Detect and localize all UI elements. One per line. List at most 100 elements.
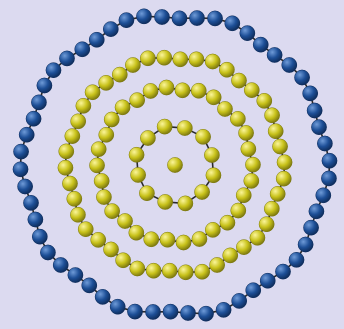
yellow-atom [140, 51, 155, 66]
blue-atom [232, 293, 247, 308]
yellow-atom [58, 160, 73, 175]
yellow-atom [70, 207, 85, 222]
blue-atom [240, 26, 255, 41]
yellow-atom [205, 54, 220, 69]
blue-atom [307, 103, 322, 118]
yellow-atom [62, 176, 77, 191]
blue-atom [40, 245, 55, 260]
yellow-atom [125, 57, 140, 72]
yellow-atom [89, 158, 104, 173]
yellow-atom [162, 263, 177, 278]
blue-atom [294, 70, 309, 85]
blue-atom [246, 283, 261, 298]
yellow-atom [178, 265, 193, 280]
blue-atom [68, 267, 83, 282]
blue-atom [19, 127, 34, 142]
yellow-atom [104, 112, 119, 127]
yellow-atom [78, 222, 93, 237]
yellow-atom [115, 100, 130, 115]
blue-atom [198, 306, 213, 321]
center-atoms [167, 157, 182, 172]
yellow-atom [139, 186, 154, 201]
blue-atom [89, 32, 104, 47]
yellow-atom [91, 232, 106, 247]
yellow-atom [272, 139, 287, 154]
yellow-atom [91, 142, 106, 157]
yellow-atom [112, 67, 127, 82]
blue-atom [189, 10, 204, 25]
yellow-atom [230, 111, 245, 126]
blue-atom [103, 21, 118, 36]
blue-atom [253, 37, 268, 52]
yellow-atom [94, 173, 109, 188]
blue-atom [32, 229, 47, 244]
blue-atom [289, 252, 304, 267]
yellow-atom [192, 231, 207, 246]
yellow-atom [210, 257, 225, 272]
yellow-atom [219, 62, 234, 77]
yellow-atom [143, 83, 158, 98]
yellow-atom [158, 194, 173, 209]
yellow-atom [71, 114, 86, 129]
yellow-atom [189, 52, 204, 67]
blue-atom [46, 63, 61, 78]
blue-atom [136, 9, 151, 24]
yellow-atom [244, 83, 259, 98]
blue-atom [303, 86, 318, 101]
blue-atom [59, 51, 74, 66]
yellow-atom [67, 191, 82, 206]
blue-atom [13, 162, 28, 177]
yellow-atom [116, 253, 131, 268]
yellow-atom [231, 203, 246, 218]
blue-atom [13, 144, 28, 159]
blue-atom [23, 195, 38, 210]
yellow-atom [238, 125, 253, 140]
blue-atom [267, 47, 282, 62]
blue-atom [260, 273, 275, 288]
yellow-atom [259, 217, 274, 232]
yellow-atom [257, 93, 272, 108]
yellow-atom [220, 215, 235, 230]
yellow-atom [231, 73, 246, 88]
yellow-atom [194, 184, 209, 199]
blue-atom [298, 237, 313, 252]
blue-atom [53, 257, 68, 272]
blue-atom [154, 9, 169, 24]
yellow-atom [103, 242, 118, 257]
yellow-atom [245, 157, 260, 172]
blue-atom [317, 136, 332, 151]
yellow-atom [204, 147, 219, 162]
blue-atom [303, 220, 318, 235]
yellow-atom [167, 157, 182, 172]
blue-atom [31, 95, 46, 110]
blue-atom [127, 304, 142, 319]
yellow-atom [146, 263, 161, 278]
yellow-atom [264, 201, 279, 216]
blue-atom [180, 305, 195, 320]
blue-atom [321, 171, 336, 186]
yellow-atom [76, 98, 91, 113]
yellow-atom [241, 141, 256, 156]
yellow-atom [99, 75, 114, 90]
blue-atom [82, 278, 97, 293]
yellow-atom [195, 129, 210, 144]
blue-atom [95, 289, 110, 304]
yellow-atom [173, 52, 188, 67]
yellow-atom [99, 127, 114, 142]
yellow-atom [205, 222, 220, 237]
yellow-atom [65, 129, 80, 144]
blue-atom [18, 179, 33, 194]
yellow-atom [59, 144, 74, 159]
yellow-atom [277, 155, 292, 170]
yellow-atom [276, 171, 291, 186]
yellow-atom [250, 230, 265, 245]
yellow-atom [264, 108, 279, 123]
blue-atom [110, 299, 125, 314]
blue-atom [316, 188, 331, 203]
yellow-atom [195, 264, 210, 279]
yellow-atom [130, 261, 145, 276]
blue-atom [145, 304, 160, 319]
blue-atom [207, 11, 222, 26]
yellow-atom [157, 50, 172, 65]
